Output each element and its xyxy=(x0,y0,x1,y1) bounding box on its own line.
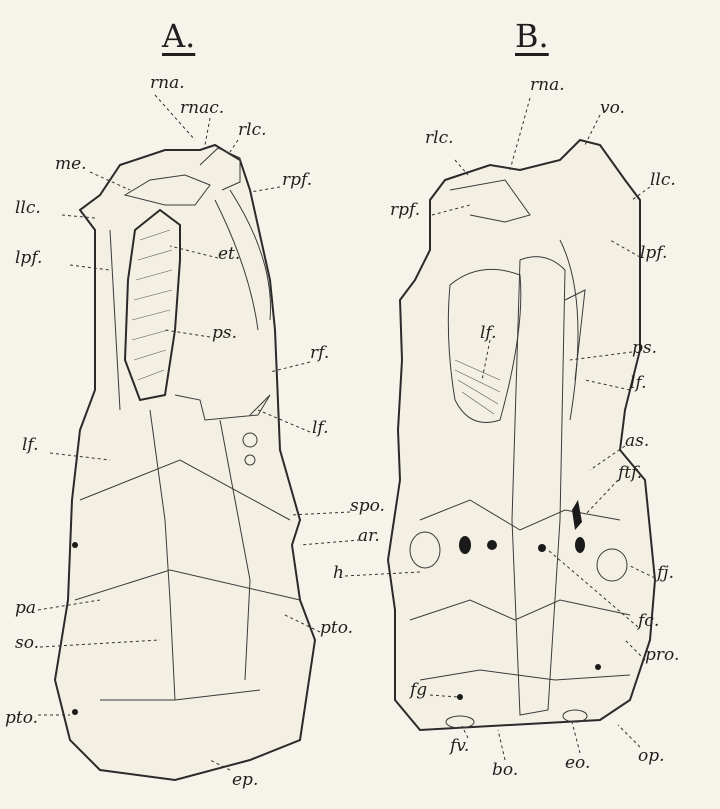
label-b-as: as. xyxy=(625,433,649,450)
label-b-lf-left: lf. xyxy=(480,325,497,342)
label-b-eo: eo. xyxy=(565,755,590,772)
label-b-llc: llc. xyxy=(650,172,676,189)
label-lf-right: lf. xyxy=(312,420,329,437)
label-b-lpf: lpf. xyxy=(640,245,667,262)
label-b-ps: ps. xyxy=(632,340,657,357)
label-b-lf-right: lf. xyxy=(630,375,647,392)
label-b-op: op. xyxy=(638,748,665,765)
label-b-fv: fv. xyxy=(450,738,469,755)
label-h: h xyxy=(333,565,344,582)
label-lf-left: lf. xyxy=(22,437,39,454)
label-b-rna: rna. xyxy=(530,77,565,94)
label-me: me. xyxy=(55,156,87,173)
label-rf: rf. xyxy=(310,345,329,362)
label-b-vo: vo. xyxy=(600,100,625,117)
label-so: so. xyxy=(15,635,39,652)
label-b-rpf: rpf. xyxy=(390,202,420,219)
label-rlc: rlc. xyxy=(238,122,267,139)
label-pto-right: pto. xyxy=(320,620,353,637)
skull-b-drawing xyxy=(388,140,655,730)
skull-a-drawing xyxy=(55,145,315,780)
label-pto-left: pto. xyxy=(5,710,38,727)
label-et: et. xyxy=(218,246,240,263)
label-b-rlc: rlc. xyxy=(425,130,454,147)
label-b-fg: fg xyxy=(410,682,427,699)
label-rna: rna. xyxy=(150,75,185,92)
label-ep: ep. xyxy=(232,772,258,789)
label-ps: ps. xyxy=(212,325,237,342)
label-pa: pa xyxy=(15,600,36,617)
panel-a-title: A. xyxy=(162,20,195,52)
label-b-fj: fj. xyxy=(657,565,674,582)
label-b-pro: pro. xyxy=(645,647,679,664)
label-lpf: lpf. xyxy=(15,250,42,267)
label-rnac: rnac. xyxy=(180,100,224,117)
label-rpf: rpf. xyxy=(282,172,312,189)
panel-b-title: B. xyxy=(515,20,549,52)
label-spo: spo. xyxy=(350,498,385,515)
label-b-bo: bo. xyxy=(492,762,518,779)
label-ar: ar. xyxy=(358,528,380,545)
label-b-ftf: ftf. xyxy=(618,465,642,482)
label-b-fc: fc. xyxy=(638,613,659,630)
label-llc: llc. xyxy=(15,200,41,217)
